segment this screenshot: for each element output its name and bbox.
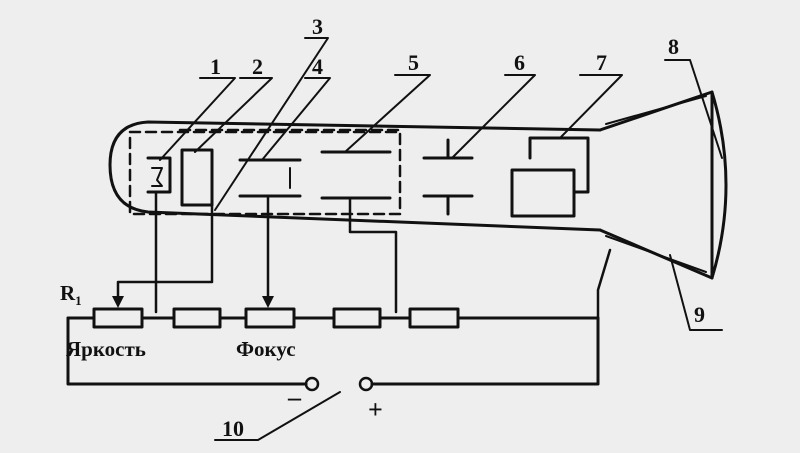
leader-2 (194, 77, 273, 153)
label-3: 3 (312, 14, 323, 39)
resistor-2 (172, 307, 222, 329)
label-5: 5 (408, 50, 419, 75)
leader-4 (261, 77, 331, 161)
leader-9 (669, 254, 723, 331)
label-focus: Фокус (236, 337, 296, 361)
resistor-r1 (92, 307, 144, 329)
leader-7 (559, 74, 623, 139)
resistor-focus (244, 307, 296, 329)
label-7: 7 (596, 50, 607, 75)
label-8: 8 (668, 34, 679, 59)
cathode (146, 156, 172, 194)
leader-8 (664, 59, 723, 159)
label-10: 10 (222, 416, 244, 441)
label-9: 9 (694, 302, 705, 327)
crt-envelope (108, 90, 728, 280)
modulator-grid (180, 148, 214, 207)
minus-terminal (304, 376, 320, 392)
horizontal-deflection-plates (510, 136, 590, 218)
resistor-5 (408, 307, 460, 329)
tube-neck (108, 120, 602, 232)
inner-coating-bottom (605, 235, 707, 273)
vertical-deflection-plates (422, 138, 474, 216)
label-plus: + (368, 395, 383, 424)
leader-3 (214, 37, 329, 211)
leader-lines (159, 37, 723, 441)
tube-flare (598, 90, 714, 280)
leader-1 (159, 77, 236, 161)
label-minus: – (287, 383, 302, 412)
brightness-slider-arrow (112, 296, 124, 308)
power-supply-loop (66, 316, 600, 392)
voltage-divider (66, 307, 600, 329)
supply-wire-left (66, 316, 308, 386)
electrode-wires (116, 190, 398, 314)
leader-6 (451, 74, 536, 159)
label-1: 1 (210, 54, 221, 79)
supply-wire-right (370, 316, 600, 386)
wire-second-anode (348, 196, 398, 314)
focus-slider-arrow (262, 296, 274, 308)
resistor-4 (332, 307, 382, 329)
wire-modulator (116, 203, 214, 302)
label-brightness: Яркость (66, 337, 146, 361)
cathode-body (146, 156, 172, 194)
label-6: 6 (514, 50, 525, 75)
leader-10 (214, 391, 341, 441)
label-2: 2 (252, 54, 263, 79)
screen-face (710, 90, 728, 280)
label-r1: R1 (60, 281, 82, 308)
gun-dashed-box (128, 130, 402, 216)
slider-arrows (112, 296, 274, 308)
inner-coating-top (605, 95, 707, 125)
second-anode (320, 150, 392, 200)
leader-5 (344, 74, 431, 153)
plus-terminal (358, 376, 374, 392)
heater-filament (151, 167, 163, 187)
label-4: 4 (312, 54, 323, 79)
first-anode (238, 158, 302, 198)
wire-screen-anode (596, 248, 612, 320)
